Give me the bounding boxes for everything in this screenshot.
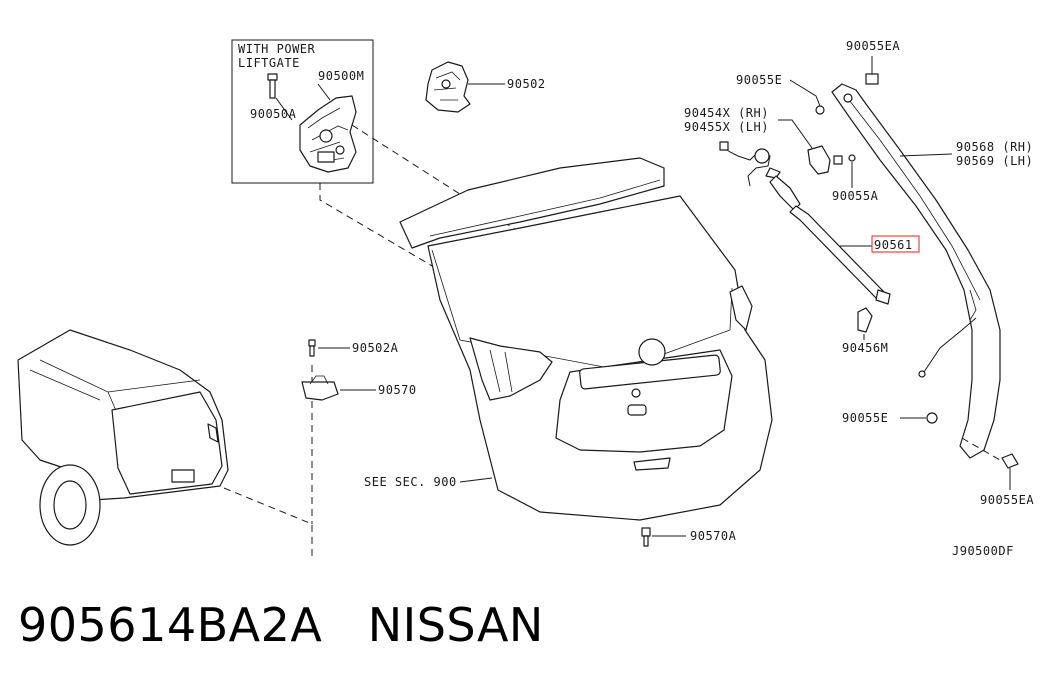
- label-see-sec-900: SEE SEC. 900: [364, 475, 457, 489]
- harness-90454X: [719, 141, 771, 187]
- back-door-stay-90561: [765, 167, 891, 305]
- label-90055A: 90055A: [832, 189, 879, 203]
- label-90055EA-top: 90055EA: [846, 39, 900, 53]
- label-90055EA-bottom: 90055EA: [980, 493, 1034, 507]
- part-number: 905614BA2A: [18, 598, 323, 652]
- label-90500M: 90500M: [318, 69, 364, 83]
- bracket-90055A: [807, 145, 856, 175]
- striker-90570: [301, 375, 339, 401]
- vehicle-rear-view: [17, 329, 229, 546]
- part-caption: 905614BA2A NISSAN: [18, 598, 544, 652]
- diagram-code: J90500DF: [952, 544, 1014, 558]
- inset-title-line1: WITH POWER: [238, 42, 316, 56]
- label-90455X: 90455X (LH): [684, 120, 769, 134]
- label-90055E-bottom: 90055E: [842, 411, 888, 425]
- brand-name: NISSAN: [367, 598, 544, 652]
- bolt-90502A: [308, 339, 316, 357]
- bolt-90570A: [641, 527, 651, 547]
- power-latch-actuator-90500M: [299, 95, 357, 173]
- garnish-90568: [831, 83, 1001, 459]
- label-90454X: 90454X (RH): [684, 106, 769, 120]
- label-90456M: 90456M: [842, 341, 888, 355]
- clip-90055E-bottom: [926, 412, 938, 424]
- label-90050A: 90050A: [250, 107, 297, 121]
- inset-box: [231, 39, 374, 184]
- inset-title-line2: LIFTGATE: [238, 56, 300, 70]
- highlight-90561: [871, 235, 920, 253]
- label-90561: 90561: [874, 238, 913, 252]
- label-90502: 90502: [507, 77, 546, 91]
- label-90569: 90569 (LH): [956, 154, 1033, 168]
- clip-90055EA-top: [865, 56, 879, 85]
- clip-90055EA-bottom: [1001, 453, 1019, 469]
- ball-stud-90456M: [857, 307, 873, 333]
- label-90502A: 90502A: [352, 341, 399, 355]
- label-90568: 90568 (RH): [956, 140, 1033, 154]
- label-90570A: 90570A: [690, 529, 737, 543]
- liftgate-latch-90502: [425, 61, 471, 113]
- label-90570: 90570: [378, 383, 417, 397]
- label-90055E-top: 90055E: [736, 73, 782, 87]
- back-door-panel: [399, 157, 773, 521]
- bolt-90050A: [267, 73, 293, 121]
